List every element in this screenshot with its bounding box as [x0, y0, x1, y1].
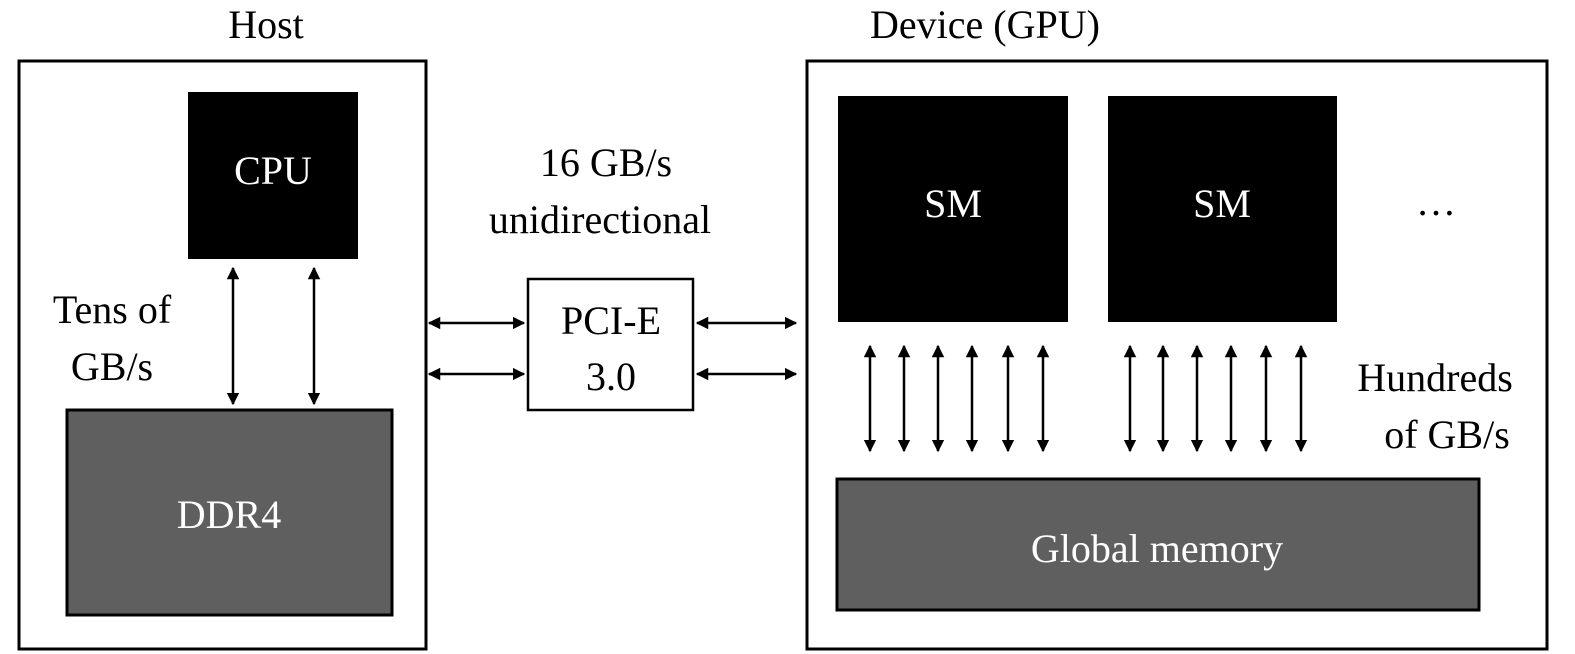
pcie-block	[526, 277, 695, 412]
device-title: Device (GPU)	[870, 2, 1100, 47]
device-arrows	[863, 344, 1308, 453]
cpu-label: CPU	[234, 148, 312, 193]
host-bandwidth-line1: Tens of	[53, 287, 172, 332]
sm-label-1: SM	[924, 181, 982, 226]
host-title: Host	[228, 2, 304, 47]
ddr4-label: DDR4	[177, 492, 281, 537]
global-memory-block	[835, 477, 1481, 612]
pcie-arrows	[427, 316, 798, 381]
pcie-label-line1: PCI-E	[561, 298, 661, 343]
cpu-block	[188, 92, 358, 259]
pcie-bandwidth-line2: unidirectional	[489, 197, 711, 242]
sm-ellipsis: …	[1416, 179, 1456, 224]
device-bandwidth-line1: Hundreds	[1357, 355, 1513, 400]
device-bandwidth-line2: of GB/s	[1384, 412, 1510, 457]
host-arrows	[226, 266, 321, 406]
host-bandwidth-line2: GB/s	[71, 344, 153, 389]
sm-label-2: SM	[1193, 181, 1251, 226]
global-memory-label: Global memory	[1031, 526, 1283, 571]
pcie-bandwidth-line1: 16 GB/s	[540, 140, 672, 185]
pcie-label-line2: 3.0	[586, 354, 636, 399]
sm-block-1	[838, 96, 1068, 322]
sm-block-2	[1108, 96, 1337, 322]
ddr4-block	[65, 408, 394, 617]
